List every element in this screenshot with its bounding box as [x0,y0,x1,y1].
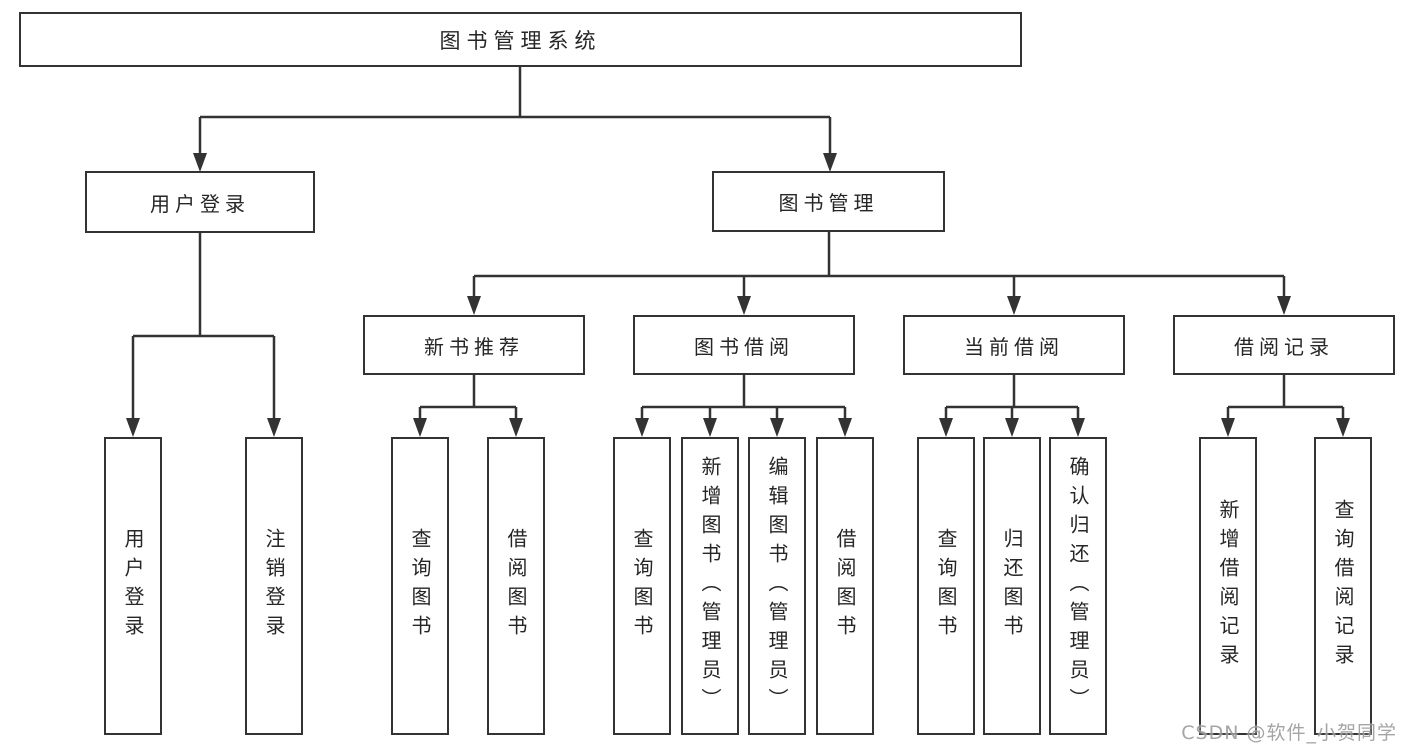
node-label: 注销登录 [262,528,286,644]
leaf-query-borrow-record: 查询借阅记录 [1314,437,1372,735]
node-label: 查询图书 [934,528,958,644]
node-user-login: 用户登录 [85,171,315,233]
node-label: 图书管理 [778,191,879,215]
node-book-borrow: 图书借阅 [633,315,855,375]
node-label: 新增图书（管理员） [698,455,722,717]
node-root: 图书管理系统 [19,12,1022,67]
node-label: 当前借阅 [964,334,1064,359]
node-label: 图书管理系统 [439,28,602,53]
node-label: 用户登录 [121,528,145,644]
leaf-add-borrow-record: 新增借阅记录 [1199,437,1257,735]
node-label: 查询图书 [630,528,654,644]
leaf-user-login: 用户登录 [104,437,162,735]
node-label: 查询借阅记录 [1331,499,1355,673]
node-new-book-recommend: 新书推荐 [363,315,585,375]
watermark: CSDN @软件_小贺同学 [1181,722,1397,744]
node-label: 新增借阅记录 [1216,499,1240,673]
node-label: 新书推荐 [424,334,524,359]
node-label: 查询图书 [408,528,432,644]
node-label: 借阅图书 [504,528,528,644]
node-label: 借阅图书 [833,528,857,644]
arrowhead-icons [126,153,1350,437]
node-label: 用户登录 [150,191,250,216]
node-current-borrow: 当前借阅 [903,315,1125,375]
node-label: 图书借阅 [694,334,794,359]
node-label: 借阅记录 [1234,334,1334,359]
leaf-query-books-borrow: 查询图书 [613,437,671,735]
leaf-query-books-current: 查询图书 [917,437,975,735]
leaf-borrow-books-recommend: 借阅图书 [487,437,545,735]
node-label: 归还图书 [1000,528,1024,644]
leaf-confirm-return-admin: 确认归还（管理员） [1049,437,1107,735]
leaf-edit-book-admin: 编辑图书（管理员） [748,437,806,735]
node-label: 确认归还（管理员） [1066,455,1090,717]
leaf-logout: 注销登录 [245,437,303,735]
leaf-add-book-admin: 新增图书（管理员） [681,437,739,735]
leaf-return-books: 归还图书 [983,437,1041,735]
node-book-management: 图书管理 [712,171,945,232]
node-borrow-records: 借阅记录 [1173,315,1395,375]
leaf-borrow-books: 借阅图书 [816,437,874,735]
leaf-query-books-recommend: 查询图书 [391,437,449,735]
node-label: 编辑图书（管理员） [765,455,789,717]
